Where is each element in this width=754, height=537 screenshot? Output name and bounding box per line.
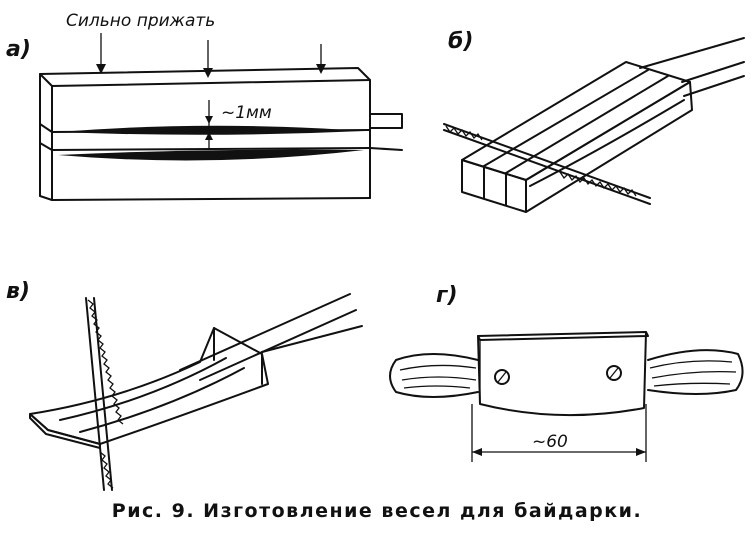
screw-left-icon [494, 369, 510, 385]
panel-v-letter: в) [6, 279, 30, 304]
panel-b-letter: б) [448, 29, 473, 54]
width-dimension: ~60 [471, 404, 647, 462]
panel-g-letter: г) [436, 283, 458, 308]
wooden-handles [389, 349, 744, 398]
glued-blank [461, 61, 693, 213]
press-annotation: Сильно прижать [66, 11, 215, 31]
gap-label: ~1мм [221, 103, 272, 123]
panel-v: в) [6, 279, 363, 491]
lower-gap [58, 149, 364, 161]
saw-blade [443, 123, 651, 205]
bent-blade [29, 327, 269, 449]
screw-right-icon [606, 365, 622, 381]
figure-caption: Рис. 9. Изготовление весел для байдарки. [111, 500, 643, 522]
upper-gap [58, 125, 364, 135]
vertical-saw [85, 297, 124, 491]
gap-dimension: ~1мм [205, 100, 272, 150]
panel-a: а) Сильно прижать [6, 11, 403, 201]
clamp-block [477, 331, 649, 417]
clamped-block [39, 67, 403, 201]
panel-b: б) [443, 29, 745, 213]
panel-a-letter: а) [6, 37, 31, 62]
width-label: ~60 [532, 432, 568, 452]
panel-g: г) ~60 [389, 283, 744, 462]
